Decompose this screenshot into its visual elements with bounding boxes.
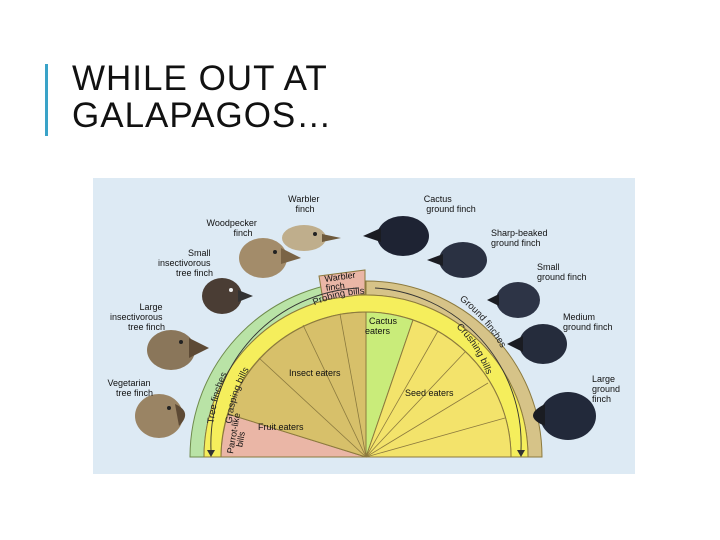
- small-insectivorous-bird: [202, 278, 253, 314]
- cactus-ground-finch-bird: [363, 216, 429, 256]
- sharp-beaked-ground-finch-bird: [427, 242, 487, 278]
- title-accent-bar: [45, 64, 48, 136]
- woodpecker-finch-name: Woodpecker finch: [207, 218, 260, 238]
- vegetarian-finch-name: Vegetarian tree finch: [107, 378, 153, 398]
- large-ground-finch-bird: [533, 392, 596, 440]
- large-insectivorous-name: Large insectivorous tree finch: [110, 302, 165, 332]
- small-ground-finch-bird: [487, 282, 540, 318]
- large-insectivorous-bird: [147, 330, 209, 370]
- large-ground-finch-name: Large ground finch: [592, 374, 623, 404]
- small-insectivorous-name: Small insectivorous tree finch: [158, 248, 213, 278]
- warbler-finch-name: Warbler finch: [288, 194, 322, 214]
- darwin-finch-diagram: Tree finches Ground finches Grasping bil…: [93, 178, 635, 474]
- fruit-eaters-label: Fruit eaters: [258, 422, 304, 432]
- vegetarian-finch-bird: [135, 394, 185, 438]
- sharp-beaked-name: Sharp-beaked ground finch: [491, 228, 550, 248]
- slide-title: WHILE OUT AT GALAPAGOS…: [72, 60, 632, 134]
- insect-eaters-label: Insect eaters: [289, 368, 341, 378]
- seed-eaters-label: Seed eaters: [405, 388, 454, 398]
- warbler-finch-bird: [282, 225, 341, 251]
- small-ground-finch-name: Small ground finch: [537, 262, 587, 282]
- cactus-ground-finch-name: Cactus ground finch: [424, 194, 476, 214]
- medium-ground-finch-name: Medium ground finch: [563, 312, 613, 332]
- title-line-1: WHILE OUT AT: [72, 60, 632, 97]
- title-line-2: GALAPAGOS…: [72, 97, 632, 134]
- finch-diagram-svg: Tree finches Ground finches Grasping bil…: [93, 178, 635, 474]
- medium-ground-finch-bird: [507, 324, 567, 364]
